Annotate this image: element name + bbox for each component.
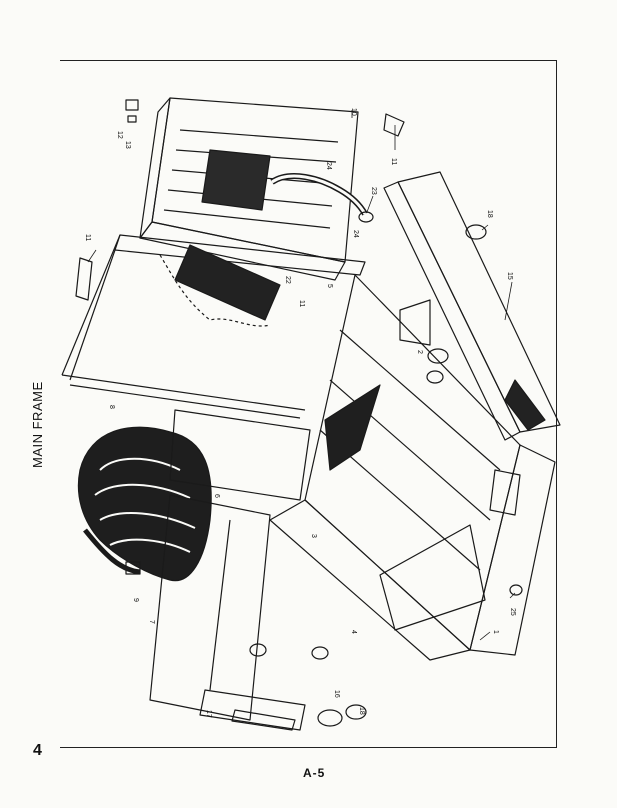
radiator-grille — [139, 97, 359, 281]
callout-22: 22 — [284, 276, 291, 284]
leader-lines — [87, 110, 516, 641]
diagram-frame — [60, 60, 557, 748]
callout-3: 3 — [310, 534, 317, 538]
callout-10: 10 — [350, 108, 357, 116]
right-side-rail — [383, 171, 561, 441]
callout-24a: 24 — [325, 162, 332, 170]
callout-6: 6 — [213, 494, 220, 498]
callout-18b: 18 — [358, 707, 365, 715]
callout-17: 17 — [205, 710, 212, 718]
callout-2: 2 — [416, 350, 423, 354]
callout-9: 9 — [132, 598, 139, 602]
page-code: A-5 — [303, 766, 326, 780]
hose — [270, 173, 374, 223]
callouts: 12 13 10 11 24 23 24 11 18 22 5 11 15 2 … — [84, 108, 516, 718]
page-number: 4 — [33, 742, 42, 759]
seat — [77, 426, 212, 582]
callout-12: 11 — [390, 158, 397, 165]
callout-1: 1 — [492, 630, 499, 634]
small-parts — [75, 99, 523, 596]
callout-7: 7 — [148, 620, 155, 624]
callout-24b: 24 — [352, 230, 359, 238]
upper-frame — [61, 234, 366, 419]
callout-15: 15 — [506, 272, 513, 280]
callout-25: 25 — [509, 608, 516, 616]
callout-11b: 11 — [298, 300, 305, 307]
callout-5: 5 — [326, 284, 333, 288]
callout-11a: 11 — [84, 234, 91, 241]
main-chassis — [269, 274, 556, 661]
callout-18a: 18 — [486, 210, 493, 218]
callout-4: 4 — [350, 630, 357, 634]
floor-panel — [149, 409, 367, 731]
callout-23: 23 — [370, 187, 377, 195]
callout-16: 16 — [333, 690, 340, 698]
callout-14: 13 — [124, 141, 131, 149]
callout-8: 8 — [108, 405, 115, 409]
callout-13: 12 — [116, 131, 123, 139]
